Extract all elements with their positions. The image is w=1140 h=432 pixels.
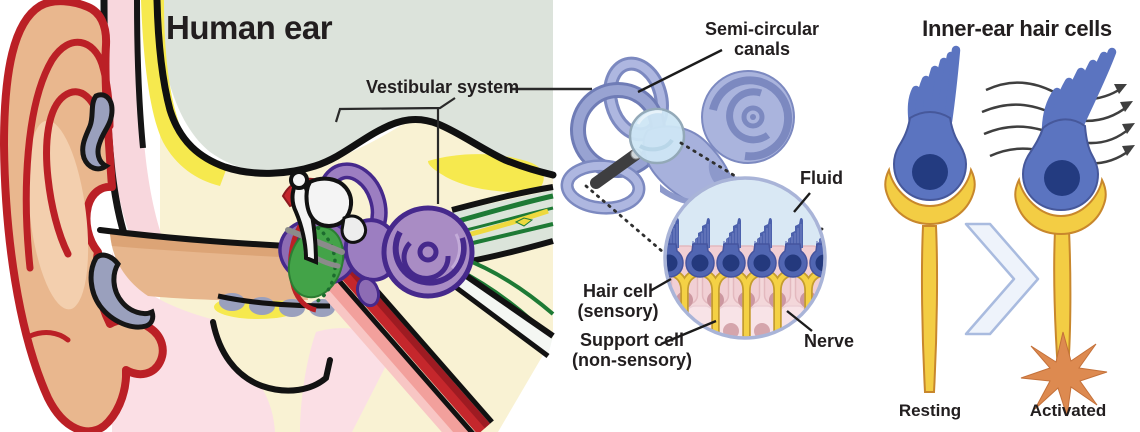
nerve-label: Nerve [804, 331, 855, 351]
magnifier-icon [590, 107, 686, 189]
activated-label: Activated [1029, 401, 1107, 420]
nerve-fiber-resting [920, 225, 939, 393]
outer-ear-pinna [0, 0, 167, 432]
activated-hair-cell [981, 47, 1135, 417]
vestibular-system-label: Vestibular system [366, 77, 520, 97]
page-title: Human ear [166, 9, 333, 46]
hair-cell-label: Hair cell (sensory) [568, 281, 668, 321]
fluid-label: Fluid [800, 168, 843, 188]
hair-cells-comparison [884, 45, 1135, 417]
chevron-right-icon [964, 222, 1040, 336]
support-cell-line1: Support cell [579, 330, 684, 350]
resting-label: Resting [898, 401, 962, 420]
ossicles [289, 170, 368, 265]
nerve-calyx-activated [1014, 176, 1107, 236]
support-cell-label: Support cell (non-sensory) [562, 330, 702, 370]
nerve-calyx-resting [884, 166, 976, 226]
support-cell-line2: (non-sensory) [571, 350, 692, 371]
hair-cell-line2: (sensory) [577, 301, 659, 322]
semicircular-canals-label: Semi-circular canals [672, 19, 852, 59]
semicircular-canals-line1: Semi-circular [704, 19, 820, 39]
ear-cross-section [0, 0, 592, 432]
vestibular-pointer [334, 87, 592, 204]
hair-cell-line1: Hair cell [582, 281, 654, 301]
inner-ear-title: Inner-ear hair cells [922, 16, 1112, 41]
semicircular-canals-line2: canals [733, 39, 791, 60]
cochlea [701, 70, 795, 164]
starburst-icon [1020, 331, 1108, 417]
resting-hair-cell [884, 45, 976, 393]
